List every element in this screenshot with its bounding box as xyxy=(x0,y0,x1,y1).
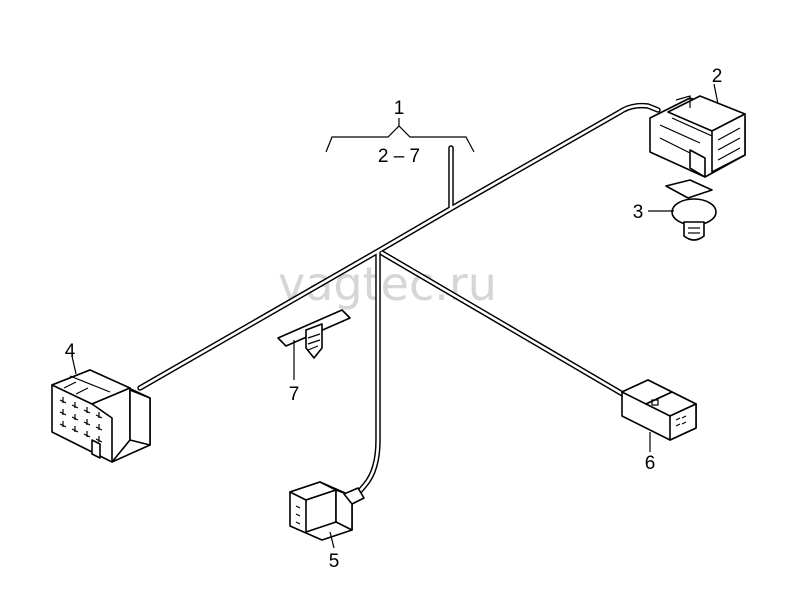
connector-part-4 xyxy=(51,369,151,463)
callout-6-label: 6 xyxy=(645,453,656,474)
callout-1-bracket xyxy=(325,118,475,153)
harness-wires xyxy=(137,102,661,501)
callout-range-label: 2 – 7 xyxy=(378,146,420,167)
holder-part-7 xyxy=(277,309,351,359)
leader-4 xyxy=(71,355,77,375)
callout-1-label: 1 xyxy=(394,98,405,119)
callout-7-label: 7 xyxy=(289,384,300,405)
fastener-part-3 xyxy=(665,179,717,241)
callout-3-label: 3 xyxy=(633,202,644,223)
leader-2 xyxy=(713,83,719,105)
callout-5-label: 5 xyxy=(329,551,340,572)
callout-2-label: 2 xyxy=(712,66,723,87)
leader-5 xyxy=(329,531,335,549)
connector-part-5 xyxy=(289,481,365,541)
connector-part-2 xyxy=(649,95,746,178)
callout-4-label: 4 xyxy=(65,341,76,362)
connector-part-6 xyxy=(621,379,697,441)
